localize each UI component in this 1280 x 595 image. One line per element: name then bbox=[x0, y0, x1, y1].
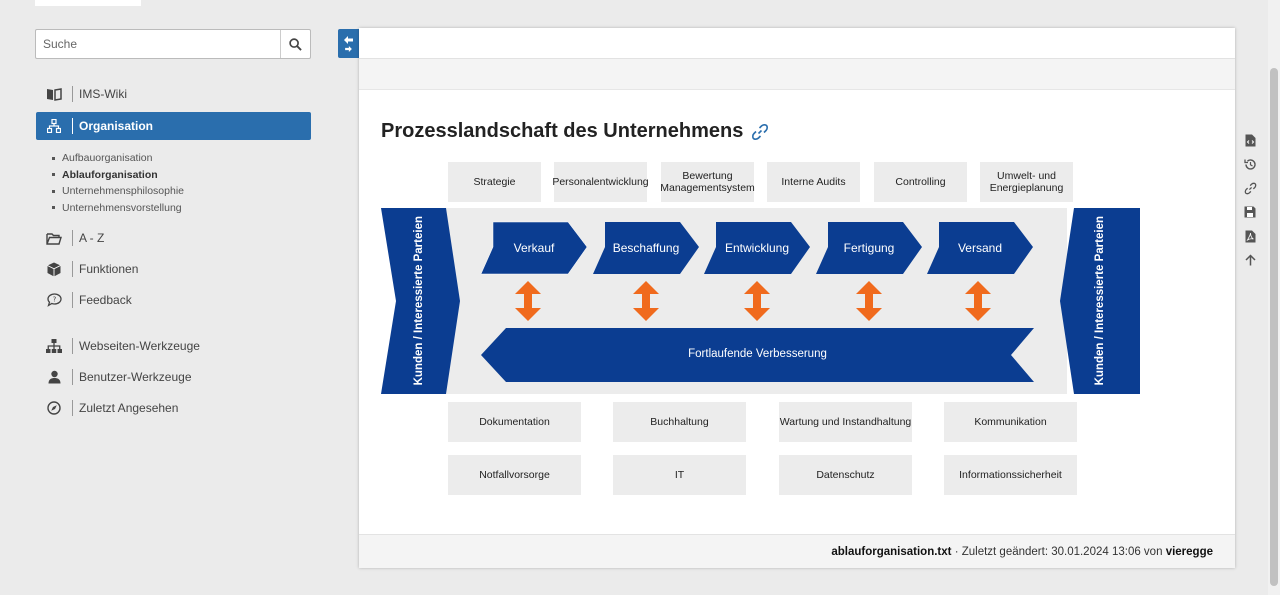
arrow-up-icon bbox=[1244, 254, 1256, 266]
cube-icon bbox=[47, 262, 61, 276]
save-icon bbox=[1244, 206, 1256, 218]
sidebar-item-zuletzt-angesehen[interactable]: Zuletzt Angesehen bbox=[36, 394, 311, 422]
sidebar-item-label: Webseiten-Werkzeuge bbox=[79, 339, 200, 353]
sidebar-item-label: Funktionen bbox=[79, 262, 139, 276]
chevron-label-versand: Versand bbox=[957, 241, 1003, 255]
right-side-label: Kunden / Interessierte Parteien bbox=[1094, 216, 1106, 386]
search-input[interactable] bbox=[36, 30, 280, 58]
diagram-shapes bbox=[381, 208, 1140, 394]
support-box-wartung: Wartung und Instandhaltung bbox=[779, 402, 912, 442]
chevron-verkauf bbox=[480, 221, 588, 275]
search-button[interactable] bbox=[280, 30, 310, 58]
page-footer: ablauforganisation.txt · Zuletzt geänder… bbox=[359, 534, 1235, 568]
support-box-it: IT bbox=[613, 455, 746, 495]
sidebar-item-label: Feedback bbox=[79, 293, 132, 307]
support-box-datenschutz: Datenschutz bbox=[779, 455, 912, 495]
tool-source[interactable] bbox=[1242, 132, 1258, 148]
chevron-entwicklung bbox=[704, 222, 810, 274]
support-box-notfallvorsorge: Notfallvorsorge bbox=[448, 455, 581, 495]
chevron-label-entwicklung: Entwicklung bbox=[724, 241, 790, 255]
sidebar-item-label: Benutzer-Werkzeuge bbox=[79, 370, 192, 384]
card-header bbox=[359, 28, 1235, 59]
footer-filename: ablauforganisation.txt bbox=[831, 545, 952, 558]
search-box bbox=[35, 29, 311, 59]
sidebar-item-label: IMS-Wiki bbox=[79, 87, 127, 101]
sidebar-item-feedback[interactable]: ? Feedback bbox=[36, 286, 311, 314]
link-icon bbox=[1244, 182, 1256, 194]
improvement-arrow bbox=[481, 328, 1034, 382]
chevron-label-verkauf: Verkauf bbox=[513, 241, 555, 255]
organisation-subnav: Aufbauorganisation Ablauforganisation Un… bbox=[52, 150, 184, 216]
support-box-informationssicherheit: Informationssicherheit bbox=[944, 455, 1077, 495]
top-box-bewertung: Bewertung Managementsystem bbox=[660, 162, 755, 202]
tool-save[interactable] bbox=[1242, 204, 1258, 220]
chevron-fertigung bbox=[816, 222, 922, 274]
file-pdf-icon bbox=[1245, 230, 1255, 242]
page-title: Prozesslandschaft des Unternehmens bbox=[381, 120, 769, 143]
process-landscape-diagram: Strategie Personalentwicklung Bewertung … bbox=[380, 160, 1145, 500]
sidebar-item-webseiten-werkzeuge[interactable]: Webseiten-Werkzeuge bbox=[36, 332, 311, 360]
sidebar-item-ims-wiki[interactable]: IMS-Wiki bbox=[36, 80, 311, 108]
sidebar-item-a-z[interactable]: A - Z bbox=[36, 224, 311, 252]
arrow-right-icon bbox=[345, 45, 352, 52]
card-toolbar bbox=[359, 59, 1235, 90]
chevron-label-fertigung: Fertigung bbox=[843, 241, 895, 255]
top-box-strategie: Strategie bbox=[448, 162, 541, 202]
chevron-versand bbox=[927, 222, 1033, 274]
org-chart-icon bbox=[47, 119, 61, 133]
tool-history[interactable] bbox=[1242, 156, 1258, 172]
footer-user: vieregge bbox=[1165, 545, 1213, 558]
top-box-interne-audits: Interne Audits bbox=[767, 162, 860, 202]
right-stakeholder-arrow bbox=[1060, 208, 1140, 394]
support-box-buchhaltung: Buchhaltung bbox=[613, 402, 746, 442]
sidebar-item-label: Organisation bbox=[79, 119, 154, 133]
subnav-item-ablauforganisation[interactable]: Ablauforganisation bbox=[52, 167, 184, 184]
sidebar-item-organisation[interactable]: Organisation bbox=[36, 112, 311, 140]
sidebar-item-benutzer-werkzeuge[interactable]: Benutzer-Werkzeuge bbox=[36, 363, 311, 391]
left-side-label: Kunden / Interessierte Parteien bbox=[413, 216, 425, 386]
tool-back-to-top[interactable] bbox=[1242, 252, 1258, 268]
page-tools bbox=[1242, 132, 1258, 276]
tool-backlinks[interactable] bbox=[1242, 180, 1258, 196]
history-icon bbox=[1243, 158, 1256, 170]
link-icon[interactable] bbox=[751, 123, 769, 141]
left-stakeholder-arrow bbox=[381, 208, 460, 394]
support-box-kommunikation: Kommunikation bbox=[944, 402, 1077, 442]
double-arrow-4 bbox=[856, 281, 882, 321]
sidebar-toggle-button[interactable] bbox=[338, 29, 359, 58]
file-code-icon bbox=[1245, 134, 1255, 146]
improvement-label: Fortlaufende Verbesserung bbox=[688, 348, 827, 360]
feedback-bubble-icon: ? bbox=[46, 293, 62, 307]
top-tab[interactable] bbox=[35, 0, 141, 6]
subnav-item-unternehmensvorstellung[interactable]: Unternehmensvorstellung bbox=[52, 200, 184, 217]
subnav-item-aufbauorganisation[interactable]: Aufbauorganisation bbox=[52, 150, 184, 167]
double-arrow-1 bbox=[515, 281, 541, 321]
top-box-personalentwicklung: Personalentwicklung bbox=[552, 162, 649, 202]
double-arrow-3 bbox=[744, 281, 770, 321]
search-icon bbox=[289, 37, 302, 51]
chevron-beschaffung bbox=[593, 222, 699, 274]
compass-icon bbox=[47, 401, 61, 415]
svg-text:?: ? bbox=[52, 296, 56, 304]
book-icon bbox=[47, 88, 62, 101]
double-arrow-5 bbox=[965, 281, 991, 321]
top-box-controlling: Controlling bbox=[874, 162, 967, 202]
sidebar-item-label: A - Z bbox=[79, 231, 105, 245]
folder-open-icon bbox=[46, 232, 62, 245]
double-arrow-2 bbox=[633, 281, 659, 321]
subnav-item-unternehmensphilosophie[interactable]: Unternehmensphilosophie bbox=[52, 183, 184, 200]
sitemap-icon bbox=[46, 339, 62, 353]
top-box-umwelt: Umwelt- und Energieplanung bbox=[980, 162, 1073, 202]
sidebar-item-funktionen[interactable]: Funktionen bbox=[36, 255, 311, 283]
arrow-left-icon bbox=[344, 35, 353, 44]
tool-export-pdf[interactable] bbox=[1242, 228, 1258, 244]
sidebar-item-label: Zuletzt Angesehen bbox=[79, 401, 179, 415]
user-icon bbox=[48, 370, 60, 384]
scrollbar-thumb[interactable] bbox=[1270, 68, 1278, 586]
chevron-label-beschaffung: Beschaffung bbox=[612, 241, 680, 255]
support-box-dokumentation: Dokumentation bbox=[448, 402, 581, 442]
footer-changed: · Zuletzt geändert: 30.01.2024 13:06 von bbox=[954, 545, 1163, 558]
